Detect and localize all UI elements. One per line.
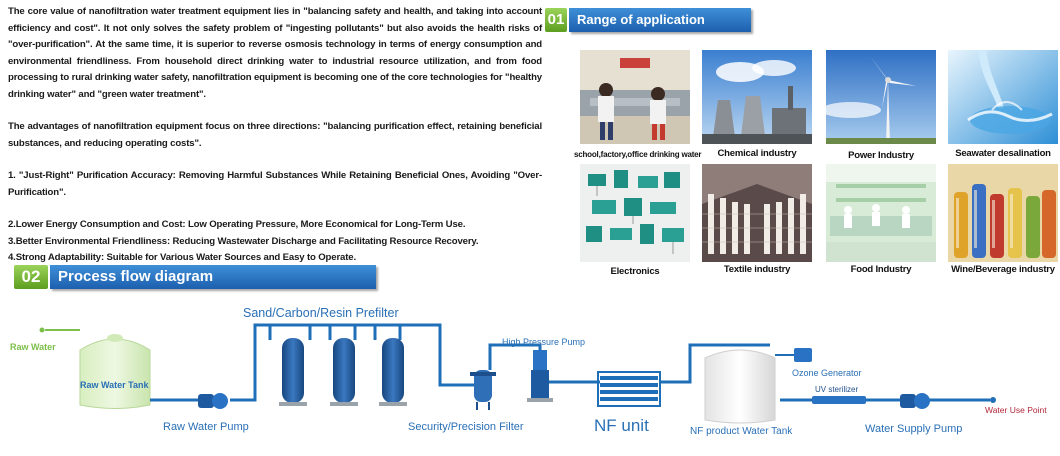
- section-02-header: 02 Process flow diagram: [14, 265, 379, 289]
- nf-product-tank-label: NF product Water Tank: [690, 426, 793, 437]
- water-splash-photo: [948, 50, 1058, 144]
- uv-sterilizer-icon: [812, 396, 866, 404]
- nf-product-tank: [704, 349, 776, 424]
- intro-paragraph-2: The advantages of nanofiltration equipme…: [8, 121, 542, 149]
- wind-turbine-photo: [826, 50, 936, 144]
- section-01-header: 01 Range of application: [545, 8, 755, 32]
- raw-water-pump-label: Raw Water Pump: [163, 421, 249, 433]
- water-use-point-label: Water Use Point: [985, 405, 1047, 415]
- water-use-point-outlet: [990, 397, 996, 403]
- main-pipeline: [150, 323, 990, 402]
- section-01-title: Range of application: [569, 8, 751, 32]
- process-flow-diagram: Raw Water Raw Water Tank Sand/Carbon/Res…: [0, 290, 1060, 456]
- section-02-title: Process flow diagram: [50, 265, 376, 289]
- application-label: Seawater desalination: [955, 148, 1051, 159]
- textile-spools-photo: [702, 164, 812, 262]
- advantage-3: 3.Better Environmental Friendliness: Red…: [8, 235, 479, 247]
- chemical-plant-photo: [702, 50, 812, 144]
- food-factory-photo: [826, 164, 936, 262]
- nf-membrane-array: [597, 371, 661, 407]
- electronic-components-photo: [580, 164, 690, 262]
- ozone-generator-icon: [775, 348, 812, 362]
- security-filter-label: Security/Precision Filter: [408, 421, 524, 433]
- security-filter-icon: [470, 370, 496, 410]
- application-label: Power Industry: [848, 150, 914, 161]
- section-02-number: 02: [14, 265, 48, 289]
- application-label: Chemical industry: [717, 148, 797, 159]
- column-links: [268, 325, 402, 340]
- high-pressure-pump-label: High Pressure Pump: [502, 337, 586, 347]
- application-label: Food Industry: [850, 264, 912, 275]
- drinking-water-photo: [580, 50, 690, 144]
- prefilter-label: Sand/Carbon/Resin Prefilter: [243, 306, 399, 320]
- prefilter-columns: [279, 338, 407, 406]
- application-label: Electronics: [610, 266, 660, 277]
- nf-unit-label: NF unit: [594, 416, 649, 435]
- beverage-bottles-photo: [948, 164, 1058, 262]
- advantage-1: 1. "Just-Right" Purification Accuracy: R…: [8, 170, 542, 198]
- advantage-4: 4.Strong Adaptability: Suitable for Vari…: [8, 252, 356, 263]
- application-label: Textile industry: [723, 264, 791, 275]
- section-01-number: 01: [545, 8, 567, 32]
- raw-water-pump-icon: [198, 393, 228, 409]
- uv-sterilizer-label: UV sterilizer: [815, 385, 859, 394]
- water-supply-pump-label: Water Supply Pump: [865, 423, 963, 435]
- high-pressure-pump-icon: [527, 350, 553, 402]
- application-label: school,factory,office drinking water: [574, 150, 702, 159]
- ozone-generator-label: Ozone Generator: [792, 368, 862, 378]
- application-label: Wine/Beverage industry: [951, 264, 1055, 275]
- application-grid: school,factory,office drinking water Che…: [574, 50, 1058, 280]
- raw-water-tank-label: Raw Water Tank: [80, 380, 149, 390]
- intro-text: The core value of nanofiltration water t…: [8, 4, 542, 267]
- water-supply-pump-icon: [900, 393, 930, 409]
- raw-water-tank: [79, 334, 151, 409]
- raw-water-label: Raw Water: [10, 342, 56, 352]
- raw-water-inlet: [39, 327, 80, 333]
- advantage-2: 2.Lower Energy Consumption and Cost: Low…: [8, 219, 466, 230]
- intro-paragraph-1: The core value of nanofiltration water t…: [8, 6, 542, 100]
